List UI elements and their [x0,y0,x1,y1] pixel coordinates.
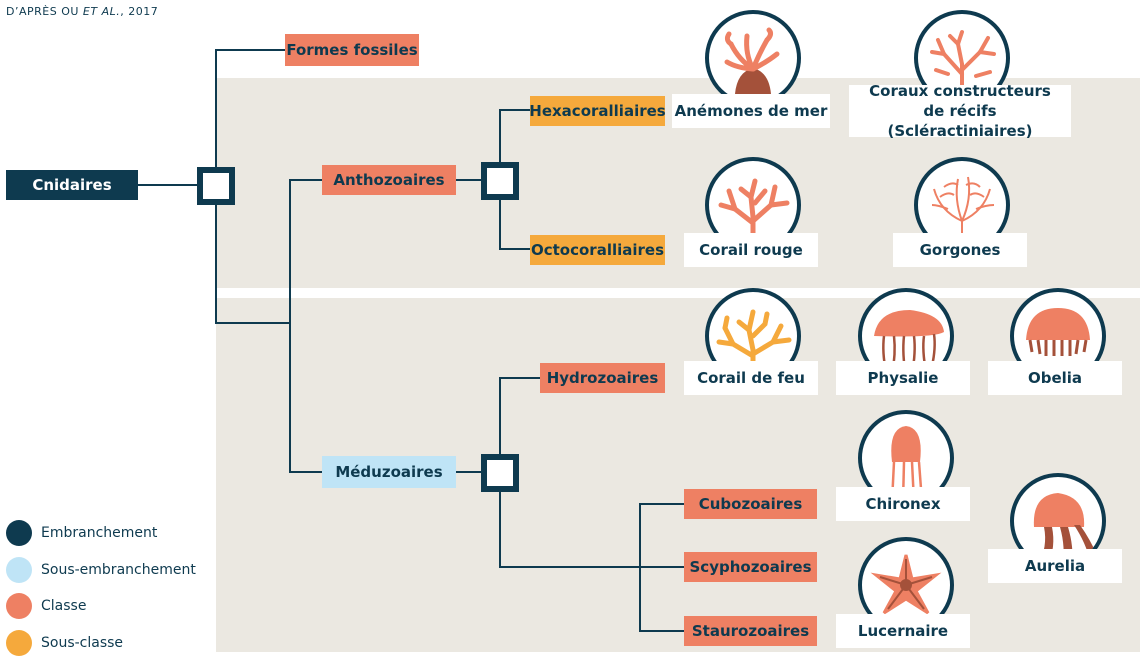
legend-sous-classe: Sous-classe [6,630,123,656]
anemone-illustration [705,10,801,106]
label-obelia: Obelia [988,361,1122,395]
legend-label-embranchement: Embranchement [41,525,158,541]
label-gorgones: Gorgones [893,233,1027,267]
junction-meduzoaires [481,454,519,492]
node-staurozoaires: Staurozoaires [684,616,817,646]
node-octocoralliaires: Octocoralliaires [530,235,665,265]
node-scyphozoaires: Scyphozoaires [684,552,817,582]
label-corail-rouge: Corail rouge [684,233,818,267]
label-coraux-constructeurs: Coraux constructeurs de récifs (Scléract… [849,82,1071,140]
label-coraux-line2: de récifs (Scléractiniaires) [887,102,1033,140]
junction-cnidaires [197,167,235,205]
label-corail-de-feu: Corail de feu [684,361,818,395]
node-hexacoralliaires: Hexacoralliaires [529,96,666,126]
label-chironex: Chironex [836,487,970,521]
legend-label-classe: Classe [41,598,87,614]
node-meduzoaires: Méduzoaires [322,456,456,488]
source-credit: D’APRÈS OU ET AL., 2017 [6,5,159,18]
legend-label-sous-classe: Sous-classe [41,635,124,651]
legend-label-sous-embranchement: Sous-embranchement [41,562,196,578]
junction-anthozoaires [481,162,519,200]
label-anemones: Anémones de mer [672,94,830,128]
label-aurelia: Aurelia [988,549,1122,583]
label-physalie: Physalie [836,361,970,395]
legend-embranchement: Embranchement [6,520,157,546]
label-coraux-line1: Coraux constructeurs [869,82,1051,100]
legend-classe: Classe [6,593,86,619]
legend-dot-embranchement [6,520,32,546]
node-cubozoaires: Cubozoaires [684,489,817,519]
legend-dot-sous-classe [6,630,32,656]
legend-sous-embranchement: Sous-embranchement [6,557,196,583]
node-cnidaires: Cnidaires [6,170,138,200]
legend-dot-sous-embranchement [6,557,32,583]
node-formes-fossiles: Formes fossiles [285,34,419,66]
node-anthozoaires: Anthozoaires [322,165,456,195]
label-lucernaire: Lucernaire [836,614,970,648]
legend-dot-classe [6,593,32,619]
node-hydrozoaires: Hydrozoaires [540,363,665,393]
